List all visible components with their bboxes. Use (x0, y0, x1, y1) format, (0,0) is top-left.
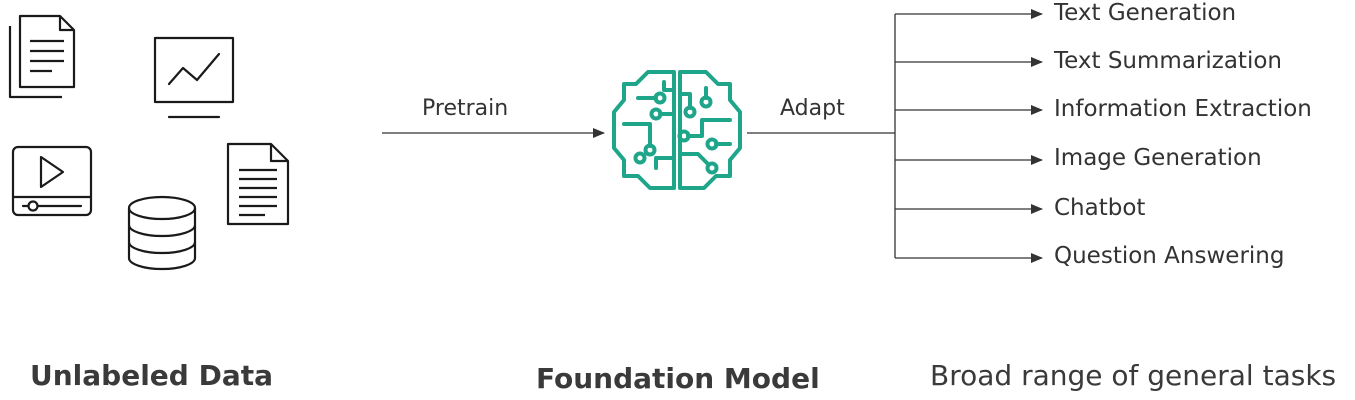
task-text-summarization: Text Summarization (1054, 48, 1282, 74)
text-document-icon (225, 142, 291, 226)
database-icon (125, 194, 199, 274)
task-information-extraction: Information Extraction (1054, 96, 1312, 122)
input-section-title: Unlabeled Data (30, 359, 273, 392)
pretrain-label: Pretrain (422, 96, 509, 121)
brain-circuit-icon (610, 68, 744, 192)
task-question-answering: Question Answering (1054, 243, 1285, 269)
task-chatbot: Chatbot (1054, 195, 1146, 221)
branch-arrows (895, 9, 1043, 263)
output-section-title: Broad range of general tasks (930, 359, 1337, 392)
video-player-icon (11, 145, 93, 217)
adapt-label: Adapt (780, 96, 845, 121)
line-chart-monitor-icon (153, 36, 235, 120)
model-section-title: Foundation Model (536, 362, 820, 395)
stacked-documents-icon (6, 13, 78, 99)
task-image-generation: Image Generation (1054, 145, 1262, 171)
task-text-generation: Text Generation (1054, 0, 1237, 26)
